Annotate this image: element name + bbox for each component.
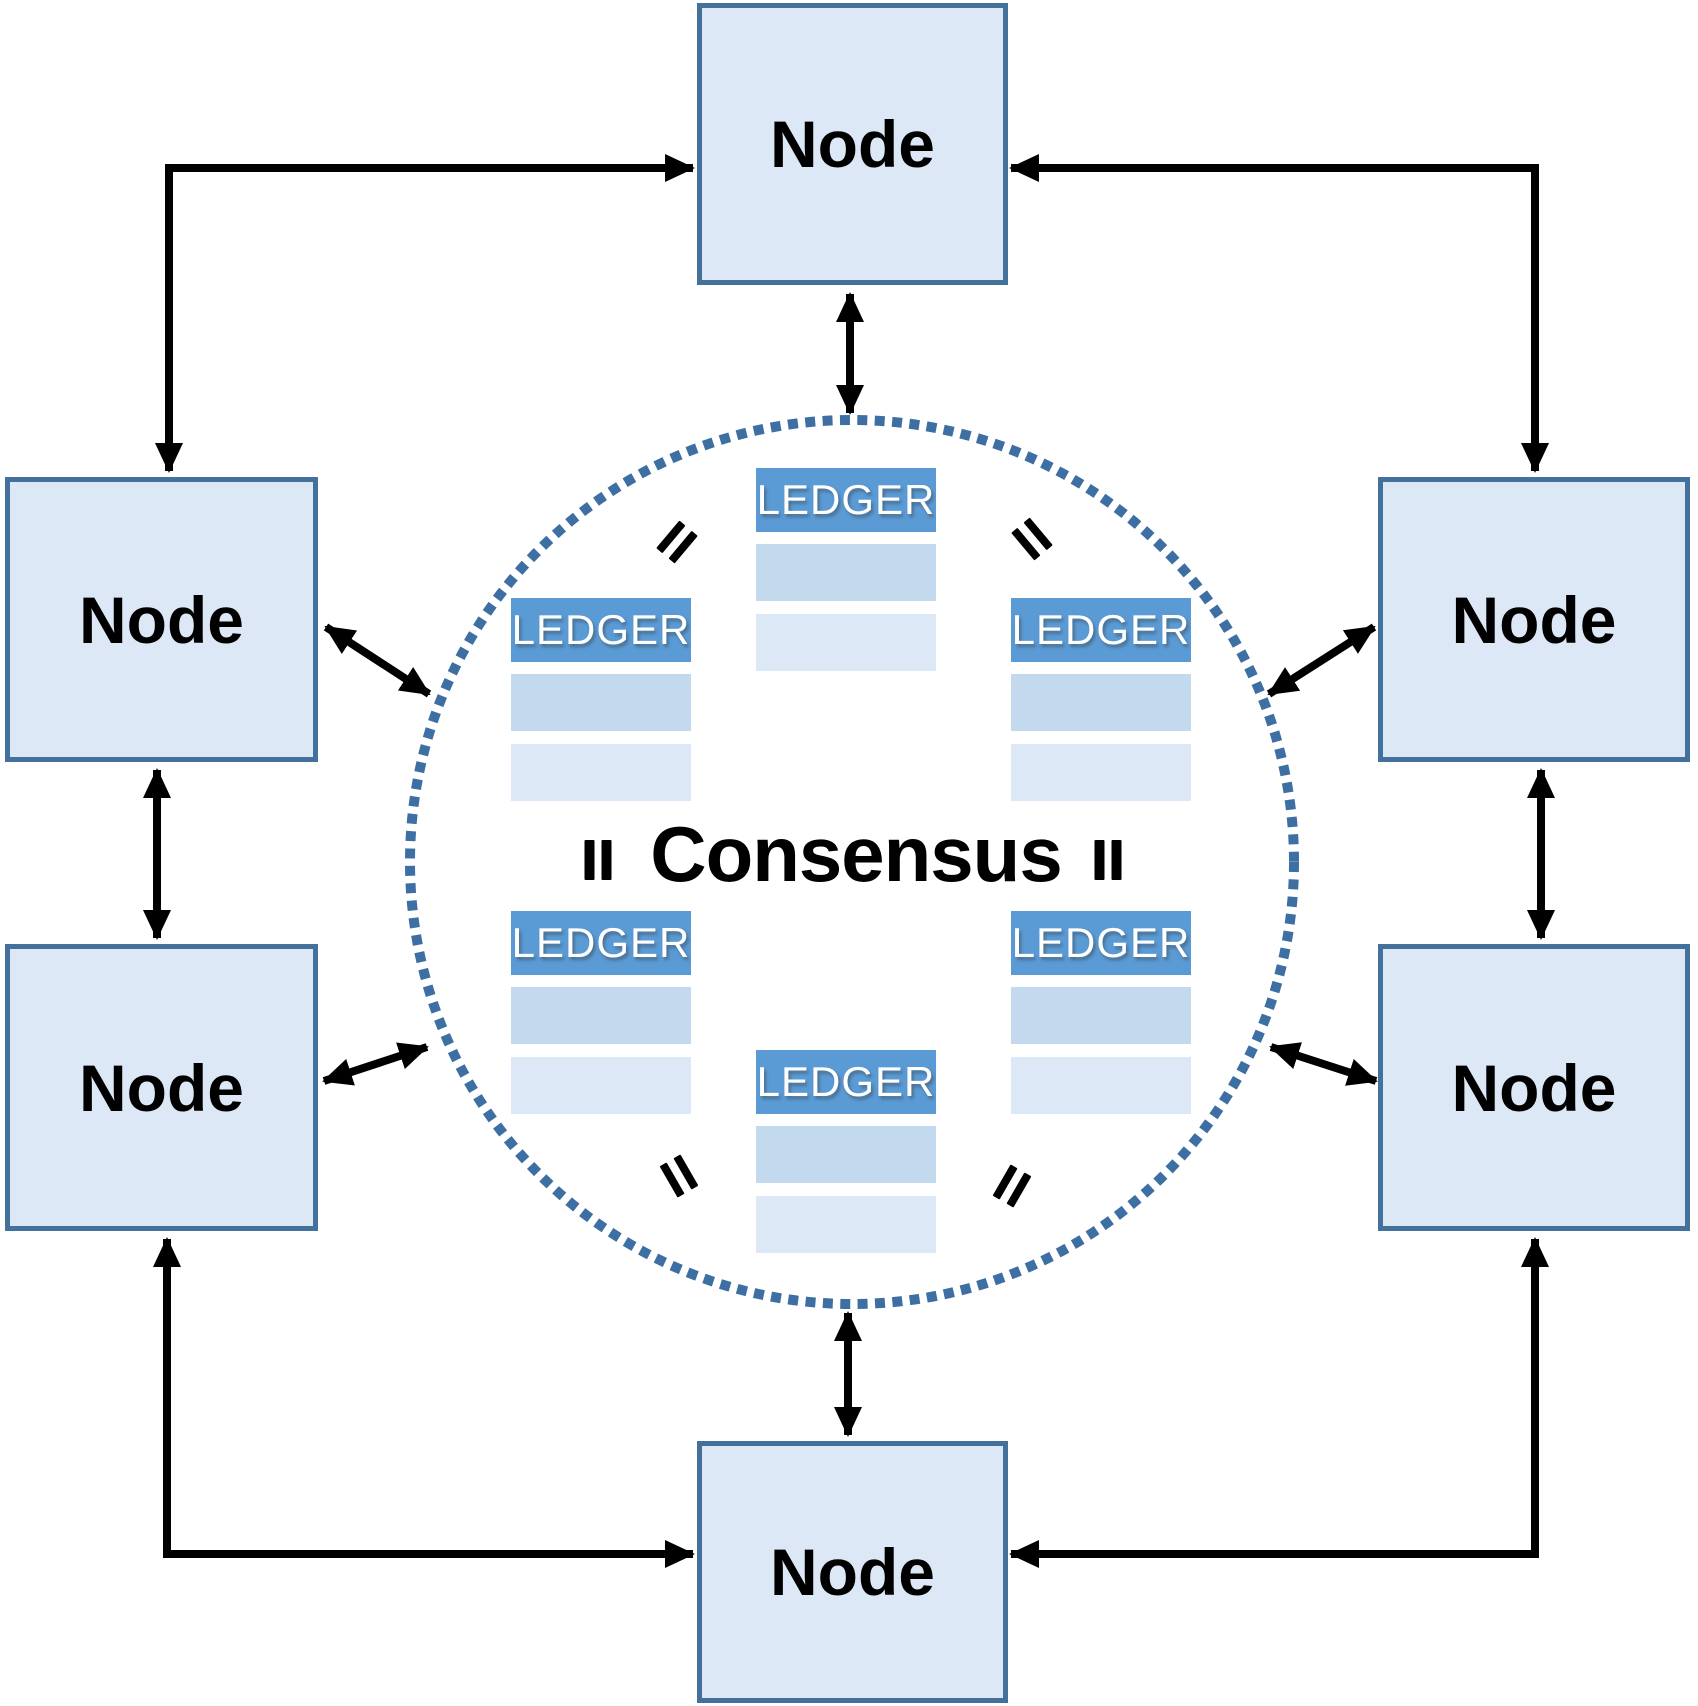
node-box-top: Node: [697, 3, 1008, 285]
ledger-title: LEDGER: [511, 606, 691, 653]
equals-icon-upper-right: [1011, 517, 1053, 561]
ledger-table-bottom-left: LEDGER: [511, 911, 691, 1127]
ledger-row: [756, 544, 936, 601]
ledger-table-middle-left: LEDGER: [511, 598, 691, 814]
arrow-lower-left-node-to-circle: [322, 1042, 429, 1086]
node-box-bottom: Node: [697, 1441, 1008, 1703]
ledger-row: [756, 1126, 936, 1183]
equals-icon-middle-right: [1094, 840, 1122, 880]
ledger-row: [1011, 1057, 1191, 1114]
node-box-lower-left: Node: [5, 944, 318, 1231]
ledger-title: LEDGER: [1011, 606, 1191, 653]
node-label: Node: [79, 1050, 244, 1125]
ledger-row: [1011, 744, 1191, 801]
node-label: Node: [770, 107, 935, 181]
node-label: Node: [1451, 582, 1617, 657]
ledger-row: [756, 614, 936, 671]
node-box-lower-right: Node: [1378, 944, 1690, 1231]
ledger-header: LEDGER: [511, 911, 691, 975]
ledger-row: [511, 987, 691, 1044]
ledger-row: [756, 1196, 936, 1253]
equals-icon-lower-left: [659, 1154, 699, 1198]
equals-icon-upper-left: [656, 520, 698, 564]
ledger-header: LEDGER: [756, 1050, 936, 1114]
node-box-upper-right: Node: [1378, 477, 1690, 762]
node-box-upper-left: Node: [5, 477, 318, 762]
node-label: Node: [770, 1535, 935, 1609]
equals-icon-middle-left: [584, 840, 612, 880]
consensus-label: Consensus: [650, 809, 1062, 898]
arrow-top-left-elbow: [155, 154, 695, 473]
arrow-lower-right-node-to-circle: [1269, 1042, 1378, 1086]
ledger-header: LEDGER: [756, 468, 936, 532]
ledger-table-bottom-right: LEDGER: [1011, 911, 1191, 1127]
arrow-upper-left-node-to-circle: [323, 623, 432, 698]
arrow-bottom-left-elbow: [153, 1237, 695, 1568]
ledger-table-top-center: LEDGER: [756, 468, 936, 684]
ledger-row: [511, 1057, 691, 1114]
ledger-row: [511, 744, 691, 801]
arrow-upper-right-node-to-circle: [1266, 623, 1377, 698]
ledger-title: LEDGER: [511, 919, 691, 966]
node-label: Node: [79, 582, 244, 657]
ledger-title: LEDGER: [1011, 919, 1191, 966]
ledger-header: LEDGER: [1011, 911, 1191, 975]
arrow-top-right-elbow: [1009, 154, 1549, 473]
ledger-table-middle-right: LEDGER: [1011, 598, 1191, 814]
ledger-row: [1011, 674, 1191, 731]
ledger-row: [511, 674, 691, 731]
ledger-header: LEDGER: [511, 598, 691, 662]
equals-icon-lower-right: [992, 1164, 1032, 1208]
ledger-title: LEDGER: [756, 476, 936, 523]
ledger-table-bottom-center: LEDGER: [756, 1050, 936, 1266]
ledger-title: LEDGER: [756, 1058, 936, 1105]
node-label: Node: [1451, 1050, 1617, 1125]
ledger-row: [1011, 987, 1191, 1044]
arrow-bottom-right-elbow: [1009, 1237, 1549, 1568]
ledger-header: LEDGER: [1011, 598, 1191, 662]
